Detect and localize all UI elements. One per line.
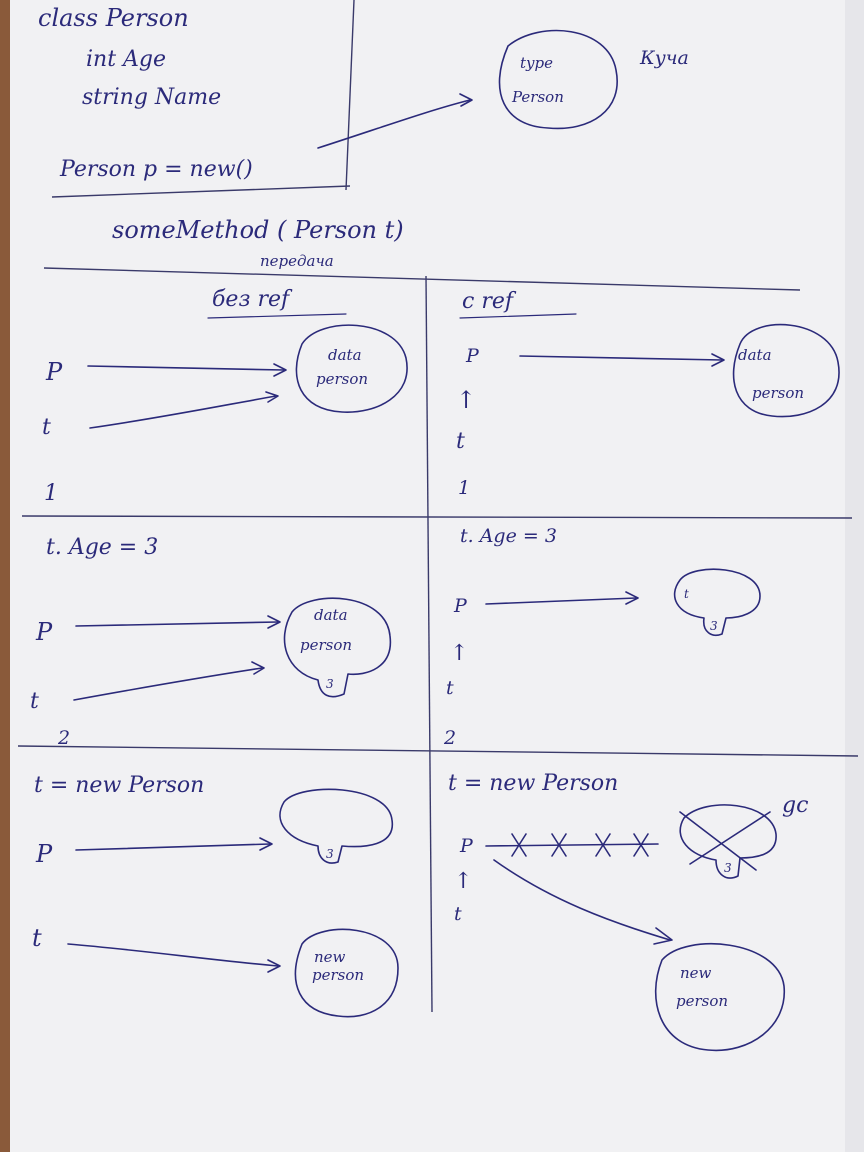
column-header-left-underline: [207, 313, 347, 319]
r1r-arrow-p: [519, 355, 723, 361]
r3r-struck-arrow: [485, 843, 659, 847]
r1r-p-label: P: [465, 345, 480, 367]
r1l-arrowhead-p: [273, 363, 287, 377]
r3l-new-person-label: person: [312, 966, 364, 984]
r3l-old-blob: [279, 788, 393, 864]
r3r-arrow-p-new: [493, 859, 671, 941]
r2l-arrow-t: [73, 667, 263, 701]
grid-row-rule-1: [21, 515, 853, 519]
r1r-person-label: person: [752, 384, 804, 402]
method-note: передача: [260, 252, 334, 270]
grid-top-rule: [43, 267, 801, 291]
r3l-t-label: t: [32, 924, 42, 952]
r3r-assign-new: t = new Person: [448, 771, 618, 796]
code-line-name: string Name: [82, 85, 221, 110]
column-header-left: без ref: [212, 287, 293, 312]
r2r-t-label: t: [446, 677, 454, 699]
r3r-new-person-label: person: [676, 992, 728, 1010]
r1l-data-blob: [295, 324, 408, 413]
r3r-up-arrow: ↑: [454, 869, 472, 894]
r3l-arrow-p: [75, 843, 271, 851]
r3r-strike-marks: [511, 833, 649, 857]
r2l-data-label: data: [314, 606, 348, 624]
r1l-arrow-t: [89, 395, 277, 429]
r2r-assign-age: t. Age = 3: [460, 525, 557, 547]
r1l-t-label: t: [42, 415, 51, 440]
r1l-arrow-p: [87, 365, 285, 371]
r2l-assign-age: t. Age = 3: [46, 535, 158, 560]
code-line-age: int Age: [86, 47, 166, 72]
r2r-up-arrow: ↑: [450, 641, 468, 666]
r1r-t-label: t: [456, 429, 465, 454]
r3r-new-blob: [654, 943, 785, 1052]
paper-sheet: [10, 0, 855, 1152]
r1l-step: 1: [44, 481, 58, 506]
code-line-new: Person p = new(): [59, 157, 253, 182]
type-person-label: Person: [511, 88, 564, 106]
r2l-arrow-p: [75, 621, 279, 627]
paper-edge: [845, 0, 864, 1152]
r1l-person-label: person: [316, 370, 368, 388]
r2l-arrowhead-p: [267, 615, 281, 629]
r2l-data-blob: [283, 597, 392, 698]
r3r-t-label: t: [454, 903, 462, 925]
r3r-new-label: new: [680, 964, 712, 982]
r3l-value: 3: [326, 847, 334, 861]
r2l-p-label: P: [35, 618, 53, 646]
r3r-value: 3: [724, 861, 732, 875]
r2r-arrow-p: [485, 597, 637, 605]
r1l-data-label: data: [328, 346, 362, 364]
r1r-arrowhead-p: [711, 353, 725, 367]
r3l-new-blob: [294, 928, 399, 1018]
type-label: type: [520, 54, 553, 72]
column-header-right-underline: [459, 313, 577, 319]
heap-note: Куча: [639, 47, 689, 69]
r3r-old-blob-cross: [679, 811, 771, 871]
grid-vertical-divider: [425, 275, 433, 1013]
r2r-value-blob: [673, 568, 761, 636]
grid-row-rule-2: [17, 745, 859, 757]
code-line-class: class Person: [38, 4, 189, 32]
method-signature: someMethod ( Person t): [112, 216, 404, 244]
r3r-p-label: P: [459, 835, 474, 857]
r3l-p-label: P: [35, 840, 53, 868]
r2l-value: 3: [326, 677, 334, 691]
code-box-bottom-border: [51, 185, 351, 198]
r2r-p-label: P: [453, 595, 468, 617]
r2l-arrowhead-t: [251, 661, 265, 675]
r1r-up-arrow: ↑: [456, 386, 476, 414]
r3l-arrow-t: [67, 943, 279, 967]
r1l-p-label: P: [45, 358, 63, 386]
r2l-person-label: person: [300, 636, 352, 654]
type-person-blob: [498, 29, 618, 130]
r2r-arrowhead-p: [625, 591, 639, 605]
r3l-assign-new: t = new Person: [34, 773, 204, 798]
r1r-data-label: data: [738, 346, 772, 364]
column-header-right: с ref: [462, 289, 517, 314]
r3r-arrowhead-p-new: [653, 927, 673, 945]
arrowhead-new-to-type: [459, 93, 473, 107]
r3r-gc-label: gc: [782, 793, 808, 818]
r1r-step: 1: [458, 477, 470, 499]
r3l-arrowhead-p: [259, 837, 273, 851]
r1l-arrowhead-t: [265, 391, 279, 403]
r2r-value: 3: [710, 619, 718, 633]
r3l-new-label: new: [314, 948, 346, 966]
r1r-data-blob: [732, 323, 840, 418]
r2r-step: 2: [443, 727, 456, 749]
r3l-arrowhead-t: [267, 959, 281, 973]
r2l-step: 2: [57, 727, 70, 749]
r2r-blob-mark: t: [684, 587, 689, 601]
r2l-t-label: t: [30, 689, 39, 714]
arrow-new-to-type: [317, 99, 471, 149]
code-box-right-border: [345, 0, 355, 191]
